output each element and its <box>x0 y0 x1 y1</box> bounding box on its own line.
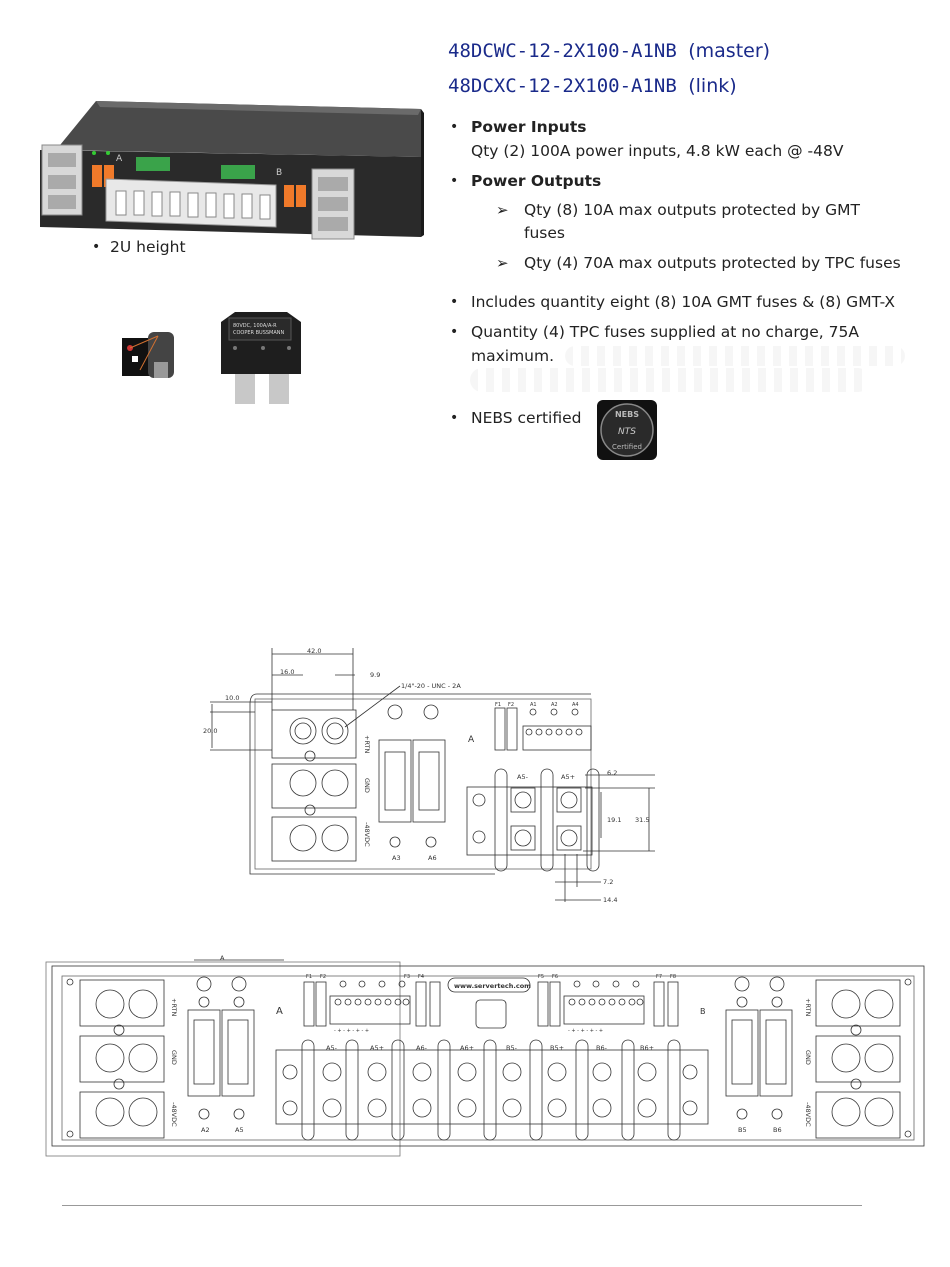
label-rtn: +RTN <box>363 735 371 753</box>
label-a4: A4 <box>572 702 579 708</box>
label-a6-plus: A6+ <box>460 1044 474 1052</box>
module-b-label: B <box>276 168 282 178</box>
dim-9-9: 9.9 <box>370 671 380 679</box>
label-f1: F1 <box>495 702 501 708</box>
left-label-rtn: +RTN <box>170 998 178 1016</box>
dim-7-2: 7.2 <box>603 878 613 886</box>
label-f3: F3 <box>404 974 410 980</box>
left-label-gnd: GND <box>170 1050 178 1065</box>
nebs-certified: NEBS certified <box>471 409 582 427</box>
redacted-area <box>470 368 870 392</box>
model-link-suffix: (link) <box>688 75 737 97</box>
product-photo: A B <box>40 101 424 240</box>
right-label-48vdc: -48VDC <box>804 1102 812 1127</box>
label-f5: F5 <box>538 974 544 980</box>
label-f2: F2 <box>320 974 326 980</box>
fuse-clip-image <box>122 332 174 378</box>
right-label-b6: B6 <box>773 1126 782 1134</box>
includes-fuses: Includes quantity eight (8) 10A GMT fuse… <box>471 293 896 311</box>
label-a5-minus: A5- <box>326 1044 338 1052</box>
label-a5-plus: A5+ <box>370 1044 384 1052</box>
model-link-number: 48DCXC-12-2X100-A1NB <box>448 75 677 97</box>
label-f7: F7 <box>656 974 662 980</box>
dim-10: 10.0 <box>225 694 239 702</box>
left-label-a5: A5 <box>235 1126 244 1134</box>
bullet-dot: • <box>450 119 459 135</box>
bullet-dot: • <box>450 410 459 426</box>
model-link-title: 48DCXC-12-2X100-A1NB (link) <box>448 69 737 104</box>
dim-20: 20.0 <box>203 727 217 735</box>
label-b6-minus: B6- <box>596 1044 608 1052</box>
fuse-label-line2: COOPER BUSSMANN <box>233 330 285 336</box>
output-item-2-line1: Qty (4) 70A max outputs protected by TPC… <box>524 254 901 272</box>
detail-drawing: 42.0 16.0 9.9 10.0 20.0 1/4"-20 - UNC - … <box>203 647 655 904</box>
section-a-label: A <box>276 1006 283 1017</box>
power-inputs-title: Power Inputs <box>471 118 587 136</box>
label-a5-minus: A5- <box>517 773 529 781</box>
power-inputs-detail: Qty (2) 100A power inputs, 4.8 kW each @… <box>471 142 844 160</box>
dim-14-4: 14.4 <box>603 896 617 904</box>
left-label-a2: A2 <box>201 1126 210 1134</box>
nebs-badge: NEBS NTS Certified <box>597 400 657 460</box>
right-label-b5: B5 <box>738 1126 747 1134</box>
nebs-badge-bottom: Certified <box>612 443 642 451</box>
arrow-bullet-icon: ➢ <box>496 254 509 272</box>
label-a2: A2 <box>551 702 558 708</box>
section-a-dim: A <box>220 954 225 962</box>
nebs-badge-top: NEBS <box>615 410 639 419</box>
output-item-1-line2: fuses <box>524 224 565 242</box>
left-label-48vdc: -48VDC <box>170 1102 178 1127</box>
label-b5-plus: B5+ <box>550 1044 564 1052</box>
label-f2: F2 <box>508 702 514 708</box>
label-f8: F8 <box>670 974 676 980</box>
power-outputs-title: Power Outputs <box>471 172 602 190</box>
module-a-label: A <box>116 154 123 164</box>
right-label-rtn: +RTN <box>804 998 812 1016</box>
output-item-1-line1: Qty (8) 10A max outputs protected by GMT <box>524 201 860 219</box>
label-a1: A1 <box>530 702 537 708</box>
arrow-bullet-icon: ➢ <box>496 201 509 219</box>
label-f4: F4 <box>418 974 424 980</box>
footer-divider <box>62 1205 862 1206</box>
label-b6-plus: B6+ <box>640 1044 654 1052</box>
bullet-dot: • <box>450 324 459 340</box>
label-a6-minus: A6- <box>416 1044 428 1052</box>
tpc-fuses-line2: maximum. <box>471 347 555 365</box>
pins-right: - + - + - + - + <box>568 1028 603 1034</box>
label-a5-plus: A5+ <box>561 773 575 781</box>
dim-31-5: 31.5 <box>635 816 649 824</box>
label-f6: F6 <box>552 974 558 980</box>
tpc-fuses-line1: Quantity (4) TPC fuses supplied at no ch… <box>471 323 859 341</box>
model-master-suffix: (master) <box>688 40 771 62</box>
pins-left: - + - + - + - + <box>334 1028 369 1034</box>
model-master-number: 48DCWC-12-2X100-A1NB <box>448 40 677 62</box>
full-panel-drawing: A +RTN GND -48VDC A2 A5 A F1 F2 - + - + … <box>45 954 925 1157</box>
fuse-label-line1: 80VDC, 100A/A-R <box>233 323 277 329</box>
model-master-title: 48DCWC-12-2X100-A1NB (master) <box>448 34 770 69</box>
right-label-gnd: GND <box>804 1050 812 1065</box>
label-section-a: A <box>468 735 475 745</box>
bullet-dot: • <box>92 239 101 255</box>
redacted-area <box>565 346 905 366</box>
nebs-badge-mid: NTS <box>618 427 636 437</box>
height-bullet: 2U height <box>110 238 186 256</box>
bullet-dot: • <box>450 294 459 310</box>
label-gnd: GND <box>363 778 371 793</box>
label-48vdc: -48VDC <box>363 822 371 847</box>
bullet-dot: • <box>450 173 459 189</box>
dim-42: 42.0 <box>307 647 321 655</box>
label-b5-minus: B5- <box>506 1044 518 1052</box>
dim-16: 16.0 <box>280 668 294 676</box>
label-a6: A6 <box>428 854 437 862</box>
website-badge: www.servertech.com <box>454 982 531 990</box>
section-b-label: B <box>700 1007 706 1016</box>
label-f1: F1 <box>306 974 312 980</box>
dim-6-2: 6.2 <box>607 769 617 777</box>
dim-19-1: 19.1 <box>607 816 621 824</box>
thread-spec: 1/4"-20 - UNC - 2A <box>401 682 461 690</box>
label-a3: A3 <box>392 854 401 862</box>
tpc-fuse-image: 80VDC, 100A/A-R COOPER BUSSMANN <box>221 312 301 404</box>
